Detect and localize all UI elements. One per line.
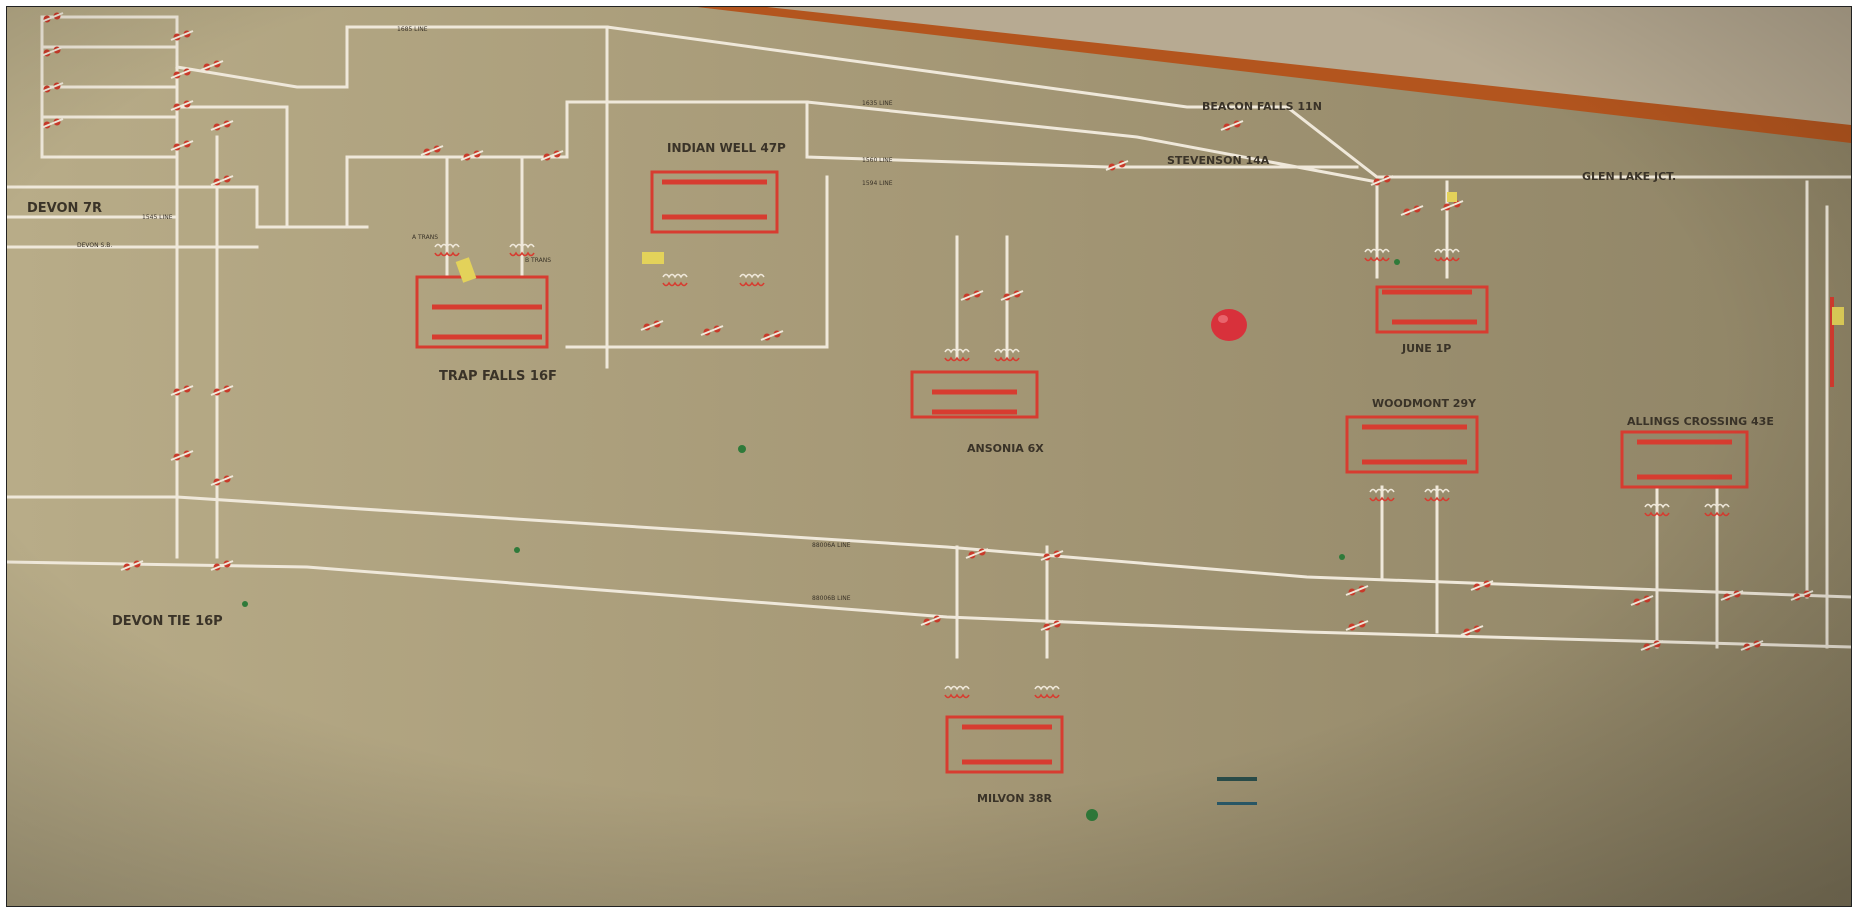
red-indicator-ball — [1211, 309, 1247, 341]
label-beacon-falls: BEACON FALLS 11N — [1202, 100, 1322, 113]
photo-frame: DEVON 7R DEVON TIE 16P TRAP FALLS 16F IN… — [6, 6, 1852, 907]
board-panel — [7, 7, 1851, 906]
label-indian-well: INDIAN WELL 47P — [667, 141, 786, 155]
label-line-1635: 1635 LINE — [862, 100, 893, 107]
label-glen-lake: GLEN LAKE JCT. — [1582, 170, 1676, 183]
label-milvon: MILVON 38R — [977, 792, 1053, 805]
label-line-1594: 1594 LINE — [862, 180, 893, 187]
label-trans-a: A TRANS — [412, 234, 438, 241]
control-board-photo: DEVON 7R DEVON TIE 16P TRAP FALLS 16F IN… — [7, 7, 1851, 906]
label-devon-tie: DEVON TIE 16P — [112, 614, 223, 629]
label-line-88006a: 88006A LINE — [812, 542, 851, 549]
label-ansonia: ANSONIA 6X — [967, 442, 1044, 455]
label-line-1545: 1545 LINE — [142, 214, 173, 221]
label-devon-sb: DEVON S.B. — [77, 242, 112, 249]
label-stevenson: STEVENSON 14A — [1167, 154, 1270, 167]
label-trans-b: B TRANS — [525, 257, 551, 264]
label-devon-7r: DEVON 7R — [27, 201, 102, 216]
label-trap-falls: TRAP FALLS 16F — [439, 369, 557, 384]
label-woodmont: WOODMONT 29Y — [1372, 397, 1477, 410]
label-line-1685: 1685 LINE — [397, 26, 428, 33]
label-line-1560: 1560 LINE — [862, 157, 893, 164]
label-june: JUNE 1P — [1401, 342, 1451, 355]
label-allings: ALLINGS CROSSING 43E — [1627, 415, 1774, 428]
label-line-88006b: 88006B LINE — [812, 595, 851, 602]
